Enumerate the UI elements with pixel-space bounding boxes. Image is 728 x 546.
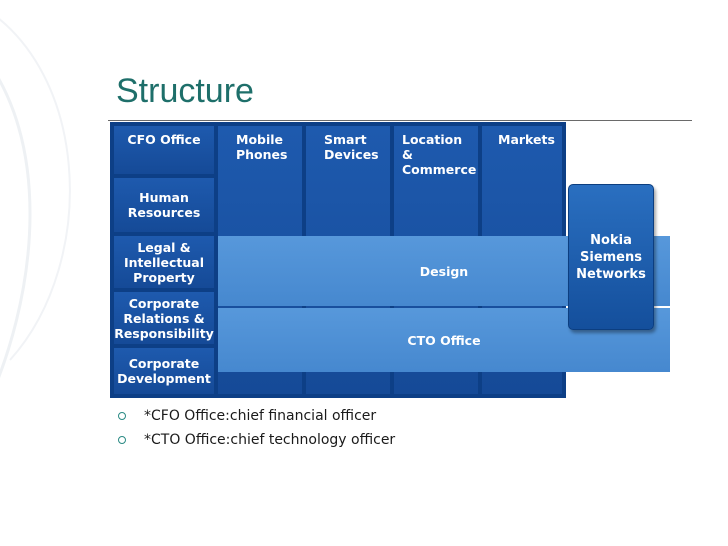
footnote-cfo: *CFO Office:chief financial officer	[118, 404, 395, 428]
unit-legal-ip-label: Legal & Intellectual Property	[123, 239, 205, 285]
bullet-icon	[118, 412, 126, 420]
column-smart-devices-label: Smart Devices	[324, 132, 379, 162]
unit-corporate-development-label: Corporate Development	[117, 356, 211, 386]
bullet-icon	[118, 436, 126, 444]
unit-cfo-office: CFO Office	[114, 126, 214, 174]
band-design-label: Design	[419, 263, 469, 279]
band-cto-office-label: CTO Office	[407, 332, 481, 348]
footnote-cfo-text: *CFO Office:chief financial officer	[144, 408, 377, 424]
org-structure-diagram: CFO Office Human Resources Legal & Intel…	[110, 122, 670, 398]
slide-title: Structure	[116, 72, 254, 110]
unit-corporate-relations-label: Corporate Relations & Responsibility	[114, 295, 214, 341]
nokia-siemens-networks-label: Nokia Siemens Networks	[576, 232, 646, 282]
nokia-siemens-networks-box: Nokia Siemens Networks	[568, 184, 654, 330]
unit-corporate-development: Corporate Development	[114, 348, 214, 394]
footnote-cto-text: *CTO Office:chief technology officer	[144, 432, 396, 448]
column-location-commerce-label: Location & Commerce	[402, 132, 477, 177]
unit-corporate-relations: Corporate Relations & Responsibility	[114, 292, 214, 344]
footnote-cto: *CTO Office:chief technology officer	[118, 428, 395, 452]
unit-human-resources: Human Resources	[114, 178, 214, 232]
title-divider	[108, 120, 692, 121]
column-mobile-phones-label: Mobile Phones	[236, 132, 288, 162]
unit-cfo-office-label: CFO Office	[127, 132, 201, 147]
column-markets-label: Markets	[498, 132, 555, 147]
unit-legal-ip: Legal & Intellectual Property	[114, 236, 214, 288]
footnotes-list: *CFO Office:chief financial officer *CTO…	[118, 404, 395, 452]
unit-human-resources-label: Human Resources	[127, 190, 201, 220]
